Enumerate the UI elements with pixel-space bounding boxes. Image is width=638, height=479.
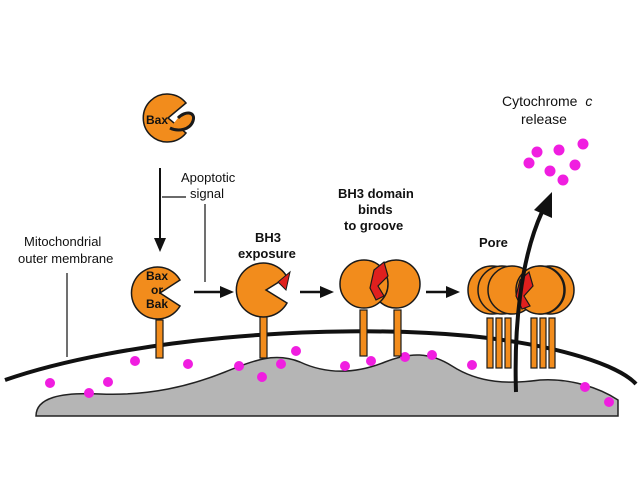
right-arrow-icon	[426, 286, 460, 298]
cytochrome-dot-icon	[84, 388, 94, 398]
cytochrome-dot-icon	[276, 359, 286, 369]
cytochrome-dot-icon	[544, 165, 556, 177]
cytochrome-dot-icon	[291, 346, 301, 356]
bh3-domain-line3: to groove	[344, 218, 403, 233]
membrane-bax-or-bak: Bax or Bak	[130, 266, 182, 359]
pacman-protein-icon	[235, 262, 289, 318]
cytochrome-dot-icon	[580, 382, 590, 392]
cytochrome-dot-icon	[604, 397, 614, 407]
cytochrome-dot-icon	[523, 157, 535, 169]
cytochrome-dot-icon	[340, 361, 350, 371]
cytochrome-release-line2: release	[521, 111, 567, 127]
cytochrome-dot-icon	[400, 352, 410, 362]
bh3-domain-line2: binds	[358, 202, 393, 217]
cytochrome-dot-icon	[467, 360, 477, 370]
right-arrow-icon	[194, 286, 234, 298]
bh3-exposure-line2: exposure	[238, 246, 296, 261]
cytochrome-c-italic: c	[585, 93, 592, 109]
cytochrome-dot-icon	[553, 144, 565, 156]
release-arrow-icon	[513, 192, 552, 393]
cytochrome-release-line1: Cytochrome c	[502, 93, 592, 109]
membrane-label-line2: outer membrane	[18, 251, 113, 266]
apoptotic-signal-label-line1: Apoptotic	[181, 170, 236, 185]
cytochrome-dot-icon	[257, 372, 267, 382]
bh3-domain-line1: BH3 domain	[338, 186, 414, 201]
cytochrome-dot-icon	[577, 138, 589, 150]
cytochrome-dot-icon	[130, 356, 140, 366]
bh3-exposure-line1: BH3	[255, 230, 281, 245]
bh3-domain	[369, 260, 389, 301]
cytochrome-dot-icon	[234, 361, 244, 371]
cytochrome-dot-icon	[45, 378, 55, 388]
bh3-domain	[277, 270, 291, 291]
cytochrome-dot-icon	[569, 159, 581, 171]
cytochrome-word: Cytochrome	[502, 93, 578, 109]
released-cytochrome-dots	[523, 138, 589, 186]
pore-label: Pore	[479, 235, 508, 250]
down-arrow-icon	[154, 168, 166, 252]
bax-or-bak-line1: Bax	[146, 269, 168, 283]
bax-top-label: Bax	[146, 113, 168, 127]
bh3-exposed-protein	[235, 262, 291, 359]
bax-or-bak-line3: Bak	[146, 297, 168, 311]
bax-or-bak-line2: or	[151, 283, 163, 297]
mitochondrial-matrix	[35, 354, 619, 417]
cytosolic-bax: Bax	[142, 93, 196, 143]
right-arrow-icon	[300, 286, 334, 298]
cytochrome-dot-icon	[103, 377, 113, 387]
pacman-protein-icon	[130, 266, 182, 320]
bh3-dimer	[339, 259, 421, 357]
cytochrome-dot-icon	[531, 146, 543, 158]
membrane-label-line1: Mitochondrial	[24, 234, 101, 249]
cytochrome-dot-icon	[366, 356, 376, 366]
outer-membrane	[4, 329, 638, 386]
cytochrome-dot-icon	[427, 350, 437, 360]
intermembrane-cytochrome-dots	[45, 346, 614, 407]
apoptotic-signal-label-line2: signal	[190, 186, 224, 201]
cytochrome-dot-icon	[557, 174, 569, 186]
cytochrome-dot-icon	[183, 359, 193, 369]
